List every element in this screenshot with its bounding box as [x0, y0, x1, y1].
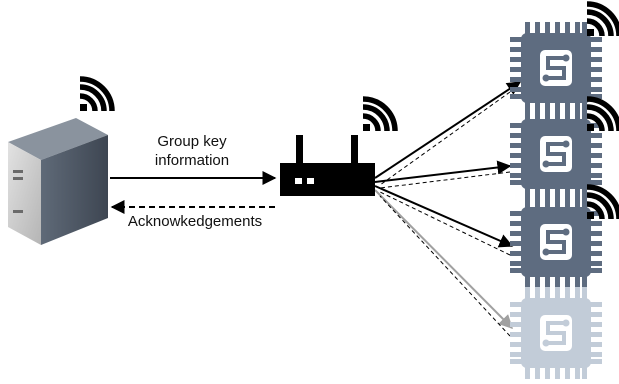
device-chip-4-inactive — [508, 285, 604, 381]
server-wireless-signal-icon — [80, 79, 112, 111]
group-key-label-line1: Group key — [157, 133, 227, 150]
router-to-chip-1-arrow — [374, 81, 522, 179]
acknowledgements-label: Acknowkedgements — [127, 213, 263, 230]
router-to-chip-3-arrow — [374, 185, 514, 248]
router-to-chip-4-arrow — [374, 189, 513, 329]
chip-2-to-router-ack — [379, 171, 511, 189]
chip-2-wireless-signal-icon — [587, 99, 619, 131]
chip-3-to-router-ack — [379, 191, 511, 256]
router-icon — [280, 135, 375, 196]
group-key-label-line2: information — [154, 152, 230, 169]
server-icon — [8, 118, 108, 245]
group-key-label: Group key information — [137, 132, 247, 170]
device-chip-3 — [508, 194, 604, 290]
router-wireless-signal-icon — [363, 99, 395, 131]
chip-4-to-router-ack — [379, 195, 511, 337]
chip-1-wireless-signal-icon — [587, 4, 619, 36]
chip-1-to-router-ack — [379, 91, 511, 186]
router-to-chip-2-arrow — [374, 160, 512, 183]
chip-3-wireless-signal-icon — [587, 187, 619, 219]
